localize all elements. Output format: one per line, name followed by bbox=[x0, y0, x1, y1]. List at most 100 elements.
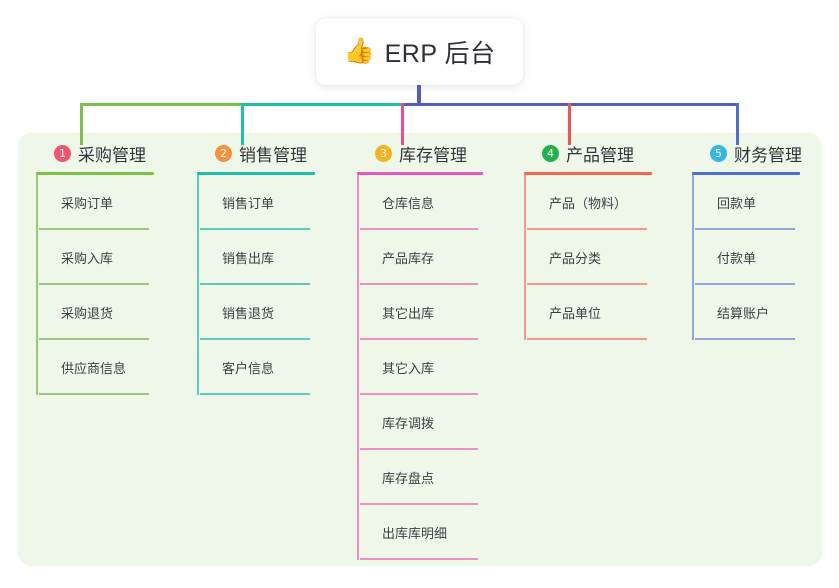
leaf-item-rule bbox=[527, 338, 647, 340]
branch-title-1: 采购管理 bbox=[78, 145, 146, 165]
leaf-item-rule bbox=[200, 338, 310, 340]
leaf-item[interactable]: 库存调拨 bbox=[360, 395, 495, 450]
leaf-item-rule bbox=[39, 393, 149, 395]
root-node-title: ERP 后台 bbox=[384, 39, 496, 68]
leaf-item[interactable]: 其它出库 bbox=[360, 285, 495, 340]
leaf-item-label: 销售出库 bbox=[222, 251, 275, 266]
leaf-item-rule bbox=[360, 338, 478, 340]
leaf-item-label: 仓库信息 bbox=[382, 196, 435, 211]
leaf-item-rule bbox=[360, 228, 478, 230]
leaf-item-label: 销售订单 bbox=[222, 196, 275, 211]
leaf-item-rule bbox=[527, 228, 647, 230]
branch-spine-3 bbox=[357, 175, 359, 560]
leaf-item[interactable]: 客户信息 bbox=[200, 340, 327, 395]
trunk-segment-3 bbox=[401, 103, 568, 106]
leaf-item-rule bbox=[39, 228, 149, 230]
leaf-item-rule bbox=[360, 283, 478, 285]
root-node-erp-backend[interactable]: 👍 ERP 后台 bbox=[316, 18, 523, 85]
branch-drop-5 bbox=[736, 103, 739, 145]
leaf-item-rule bbox=[695, 283, 795, 285]
branch-title-5: 财务管理 bbox=[734, 145, 802, 165]
leaf-item-rule bbox=[360, 503, 478, 505]
leaf-item[interactable]: 库存盘点 bbox=[360, 450, 495, 505]
leaf-item[interactable]: 采购退货 bbox=[39, 285, 166, 340]
leaf-item-rule bbox=[360, 393, 478, 395]
leaf-item[interactable]: 出库库明细 bbox=[360, 505, 495, 560]
leaf-item-label: 结算账户 bbox=[717, 306, 770, 321]
leaf-item-rule bbox=[200, 283, 310, 285]
branch-header-1[interactable]: 1 采购管理 bbox=[36, 140, 166, 166]
leaf-item-label: 产品（物料） bbox=[549, 196, 628, 211]
leaf-item[interactable]: 销售订单 bbox=[200, 175, 327, 230]
leaf-item[interactable]: 结算账户 bbox=[695, 285, 812, 340]
leaf-item-label: 销售退货 bbox=[222, 306, 275, 321]
leaf-item[interactable]: 产品（物料） bbox=[527, 175, 664, 230]
branch-rule-1 bbox=[36, 172, 154, 175]
leaf-item-rule bbox=[200, 393, 310, 395]
leaf-item[interactable]: 产品库存 bbox=[360, 230, 495, 285]
leaf-item[interactable]: 付款单 bbox=[695, 230, 812, 285]
leaf-item[interactable]: 销售退货 bbox=[200, 285, 327, 340]
branch-badge-1: 1 bbox=[54, 144, 71, 162]
leaf-item[interactable]: 回款单 bbox=[695, 175, 812, 230]
branch-rule-5 bbox=[692, 172, 800, 175]
branch-drop-2 bbox=[241, 103, 244, 145]
leaf-item[interactable]: 其它入库 bbox=[360, 340, 495, 395]
leaf-item-label: 产品库存 bbox=[382, 251, 435, 266]
branch-header-5[interactable]: 5 财务管理 bbox=[692, 140, 812, 166]
leaf-item-label: 回款单 bbox=[717, 196, 757, 211]
leaf-item-rule bbox=[39, 338, 149, 340]
leaf-item-label: 其它入库 bbox=[382, 361, 435, 376]
leaf-item-rule bbox=[695, 228, 795, 230]
leaf-item-label: 库存盘点 bbox=[382, 471, 435, 486]
branch-spine-2 bbox=[197, 175, 199, 395]
leaf-item[interactable]: 销售出库 bbox=[200, 230, 327, 285]
leaf-item-rule bbox=[527, 283, 647, 285]
leaf-item[interactable]: 采购入库 bbox=[39, 230, 166, 285]
leaf-item-label: 产品分类 bbox=[549, 251, 602, 266]
leaf-item-label: 客户信息 bbox=[222, 361, 275, 376]
branch-drop-4 bbox=[568, 103, 571, 145]
branch-rule-2 bbox=[197, 172, 315, 175]
root-stem-connector bbox=[417, 85, 421, 106]
leaf-item-label: 供应商信息 bbox=[61, 361, 127, 376]
leaf-item-label: 出库库明细 bbox=[382, 526, 448, 541]
leaf-item[interactable]: 仓库信息 bbox=[360, 175, 495, 230]
branch-rule-3 bbox=[357, 172, 483, 175]
leaf-item[interactable]: 供应商信息 bbox=[39, 340, 166, 395]
branch-badge-2: 2 bbox=[215, 144, 232, 162]
branch-column-1: 1 采购管理采购订单采购入库采购退货供应商信息 bbox=[36, 140, 166, 395]
leaf-item-rule bbox=[695, 338, 795, 340]
branch-badge-3: 3 bbox=[375, 144, 392, 162]
leaf-item-rule bbox=[39, 283, 149, 285]
branch-drop-3 bbox=[401, 103, 404, 145]
leaf-item[interactable]: 产品单位 bbox=[527, 285, 664, 340]
branch-badge-5: 5 bbox=[710, 144, 727, 162]
leaf-item-label: 付款单 bbox=[717, 251, 757, 266]
branch-spine-5 bbox=[692, 175, 694, 340]
branch-spine-4 bbox=[524, 175, 526, 340]
branch-badge-4: 4 bbox=[542, 144, 559, 162]
trunk-segment-1 bbox=[80, 103, 241, 106]
branch-items-2: 销售订单销售出库销售退货客户信息 bbox=[197, 175, 327, 395]
leaf-item-label: 其它出库 bbox=[382, 306, 435, 321]
leaf-item-label: 采购订单 bbox=[61, 196, 114, 211]
branch-rule-4 bbox=[524, 172, 652, 175]
branch-spine-1 bbox=[36, 175, 38, 395]
branch-items-5: 回款单付款单结算账户 bbox=[692, 175, 812, 340]
branch-items-3: 仓库信息产品库存其它出库其它入库库存调拨库存盘点出库库明细 bbox=[357, 175, 495, 560]
trunk-segment-4 bbox=[568, 103, 736, 106]
leaf-item-label: 库存调拨 bbox=[382, 416, 435, 431]
leaf-item-label: 采购入库 bbox=[61, 251, 114, 266]
branch-drop-1 bbox=[80, 103, 83, 145]
branch-items-1: 采购订单采购入库采购退货供应商信息 bbox=[36, 175, 166, 395]
leaf-item[interactable]: 产品分类 bbox=[527, 230, 664, 285]
leaf-item-label: 产品单位 bbox=[549, 306, 602, 321]
leaf-item[interactable]: 采购订单 bbox=[39, 175, 166, 230]
thumbs-up-icon: 👍 bbox=[343, 37, 375, 65]
leaf-item-rule bbox=[360, 448, 478, 450]
